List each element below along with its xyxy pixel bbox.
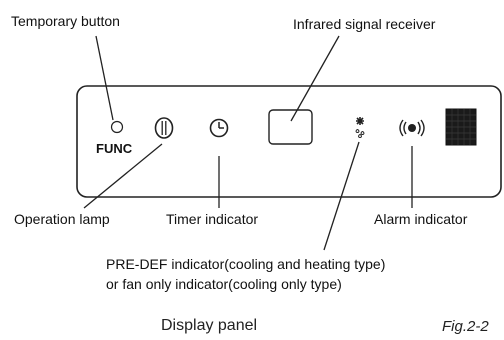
figure-caption: Display panel [161,317,258,334]
timer-indicator-label: Timer indicator [166,211,259,227]
power-icon [154,117,174,139]
operation-lamp-label: Operation lamp [14,211,110,227]
leader-operation-lamp [83,143,163,209]
infrared-receiver-label: Infrared signal receiver [293,16,436,32]
alarm-wave-icon [399,119,425,137]
temporary-button[interactable] [110,120,124,134]
fan-droplet-icon [355,117,365,138]
func-label: FUNC [96,141,133,156]
leader-predef-indicator [323,141,360,251]
predef-indicator-label-line1: PRE-DEF indicator(cooling and heating ty… [106,256,386,272]
clock-icon [209,118,229,138]
leader-lines [83,35,413,251]
figure-number: Fig.2-2 [442,318,489,335]
grid-display-icon [445,108,477,146]
leader-temporary-button [95,35,114,121]
alarm-indicator-label: Alarm indicator [374,211,468,227]
temporary-button-label: Temporary button [11,13,120,29]
infrared-receiver-window [268,109,313,145]
predef-indicator-label-line2: or fan only indicator(cooling only type) [106,276,342,292]
leader-infrared-receiver [290,35,340,122]
